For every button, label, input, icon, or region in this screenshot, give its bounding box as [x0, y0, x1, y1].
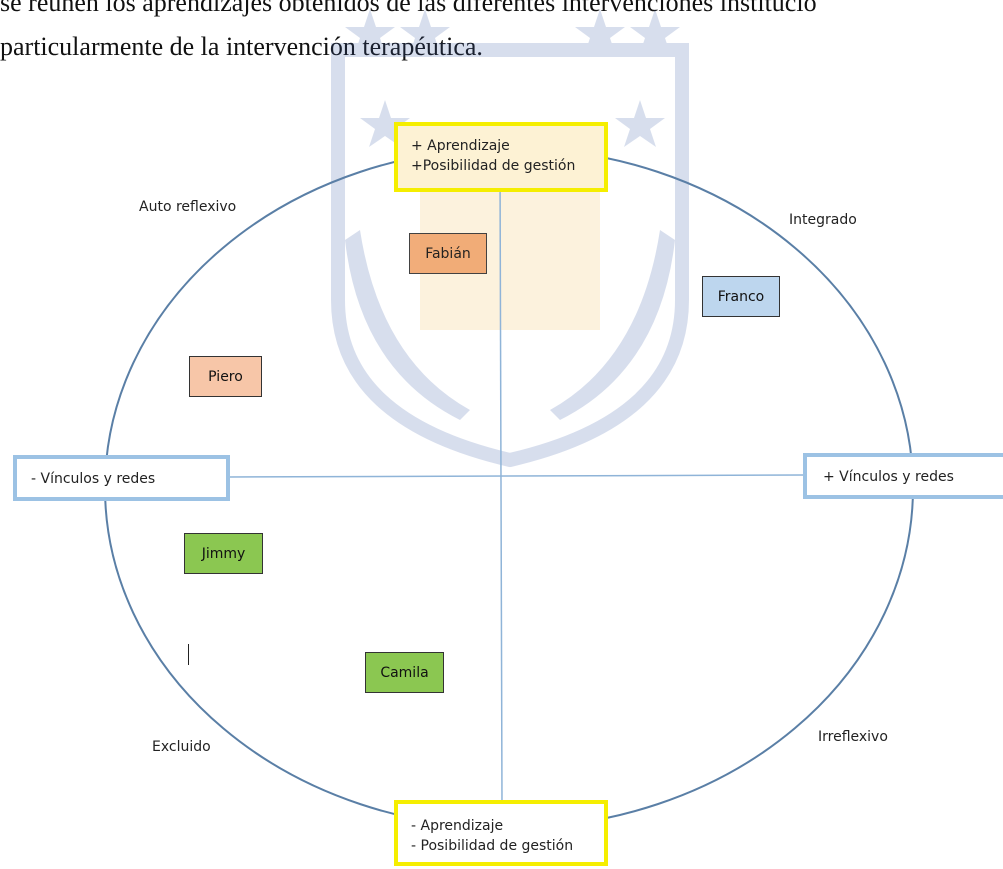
quadrant-label-auto-reflexivo: Auto reflexivo	[139, 199, 237, 215]
quadrant-label-integrado: Integrado	[789, 212, 857, 228]
axis-label-line: - Aprendizaje	[411, 818, 504, 834]
star-icon	[615, 100, 665, 147]
horizontal-axis-line	[227, 474, 806, 478]
star-icon	[630, 9, 680, 56]
axis-label-plus-vinculos: + Vínculos y redes	[803, 453, 1003, 499]
name-box-piero: Piero	[189, 356, 262, 397]
vertical-axis-line	[499, 164, 503, 806]
axis-label-minus-vinculos: - Vínculos y redes	[13, 455, 230, 501]
star-icon	[360, 100, 410, 147]
name-box-jimmy: Jimmy	[184, 533, 263, 574]
star-icon	[345, 9, 395, 56]
star-icon	[575, 9, 625, 56]
axis-label-line: + Aprendizaje	[411, 138, 510, 154]
axis-label-plus-aprendizaje: + Aprendizaje +Posibilidad de gestión	[394, 122, 608, 192]
name-box-franco: Franco	[702, 276, 780, 317]
axis-label-line: +Posibilidad de gestión	[411, 158, 576, 174]
document-text-line-1: se reúnen los aprendizajes obtenidos de …	[0, 0, 817, 17]
text-cursor-mark	[188, 644, 189, 665]
star-icon	[400, 9, 450, 56]
name-box-camila: Camila	[365, 652, 444, 693]
axis-label-minus-aprendizaje: - Aprendizaje - Posibilidad de gestión	[394, 800, 608, 866]
axis-label-line: - Posibilidad de gestión	[411, 838, 574, 854]
quadrant-label-excluido: Excluido	[152, 739, 211, 755]
quadrant-label-irreflexivo: Irreflexivo	[818, 729, 888, 745]
name-box-fabian: Fabián	[409, 233, 487, 274]
document-text-line-2: particularmente de la intervención terap…	[0, 32, 483, 61]
